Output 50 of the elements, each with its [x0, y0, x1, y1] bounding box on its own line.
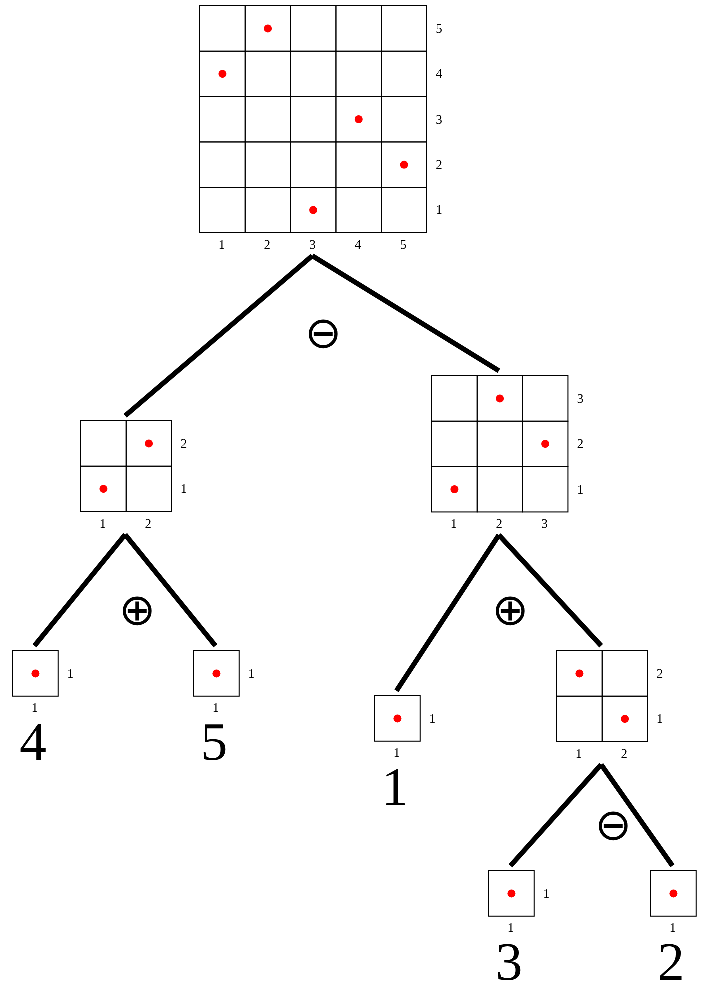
column-index-label: 1: [218, 237, 226, 252]
column-index-label: 2: [621, 746, 628, 761]
row-index-label: 1: [180, 481, 188, 496]
column-index-label: 1: [450, 516, 458, 532]
row-index-label: 4: [436, 66, 442, 82]
leaf-value-label: 5: [200, 717, 228, 768]
branch-line: [497, 534, 604, 648]
row-index-label: 1: [436, 202, 442, 218]
row-index-label: 2: [180, 436, 188, 451]
operator-symbol: ⊕: [492, 587, 529, 635]
row-index-label: 1: [656, 711, 664, 726]
row-index-label: 1: [429, 710, 436, 726]
operator-symbol: ⊕: [119, 587, 156, 635]
leaf-value-label: 1: [382, 762, 409, 812]
column-index-label: 2: [145, 516, 152, 531]
column-index-label: 1: [100, 516, 106, 531]
column-index-label: 1: [32, 700, 38, 716]
column-index-label: 1: [670, 920, 676, 936]
column-index-label: 1: [212, 700, 220, 716]
row-index-label: 1: [543, 886, 550, 901]
column-index-label: 2: [264, 237, 271, 252]
column-index-label: 3: [542, 516, 548, 532]
row-index-label: 1: [577, 482, 584, 496]
branch-line: [394, 534, 502, 692]
row-index-label: 2: [577, 436, 584, 452]
column-index-label: 1: [576, 746, 582, 761]
leaf-value-label: 2: [658, 937, 685, 988]
branch-line: [508, 763, 604, 868]
branch-line: [32, 533, 128, 648]
operator-symbol: ⊖: [305, 310, 342, 358]
leaf-value-label: 4: [20, 717, 47, 768]
column-index-label: 2: [496, 516, 503, 532]
row-index-label: 1: [248, 666, 255, 681]
column-index-label: 1: [508, 920, 514, 936]
row-index-label: 2: [436, 156, 442, 172]
branch-line: [311, 254, 500, 374]
leaf-value-label: 3: [496, 937, 523, 988]
column-index-label: 1: [394, 745, 400, 760]
branch-line: [124, 254, 314, 418]
branch-line: [123, 533, 218, 648]
row-index-label: 1: [67, 666, 74, 681]
row-index-label: 2: [656, 666, 664, 681]
operator-symbol: ⊖: [595, 802, 632, 850]
column-index-label: 5: [400, 237, 407, 252]
row-index-label: 3: [436, 112, 442, 126]
row-index-label: 3: [577, 390, 584, 406]
column-index-label: 4: [354, 237, 362, 252]
branch-line: [599, 763, 675, 868]
row-index-label: 5: [436, 20, 442, 36]
column-index-label: 3: [310, 237, 316, 252]
